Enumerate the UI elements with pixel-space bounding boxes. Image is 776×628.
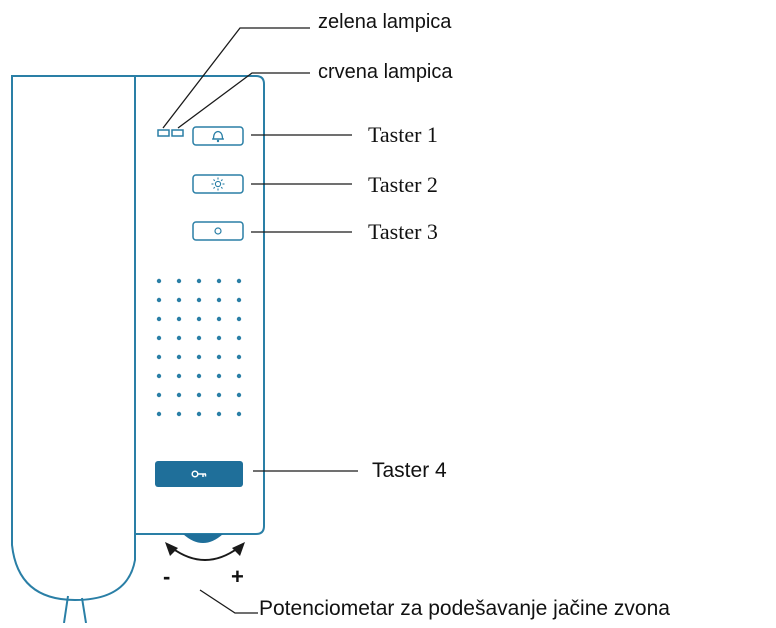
leader-potentiometer bbox=[199, 589, 258, 614]
minus-sign: - bbox=[163, 564, 171, 589]
grille-hole bbox=[176, 411, 182, 417]
label-potentiometer: Potenciometar za podešavanje jačine zvon… bbox=[259, 597, 670, 620]
grille-hole bbox=[156, 335, 162, 341]
grille-hole bbox=[196, 335, 202, 341]
label-taster-1: Taster 1 bbox=[368, 122, 438, 147]
grille-hole bbox=[156, 278, 162, 284]
grille-hole bbox=[196, 297, 202, 303]
taster-3-button[interactable] bbox=[192, 221, 244, 241]
grille-hole bbox=[196, 411, 202, 417]
grille-hole bbox=[236, 411, 242, 417]
grille-hole bbox=[216, 354, 222, 360]
grille-hole bbox=[216, 373, 222, 379]
light-sun-icon bbox=[211, 177, 225, 191]
circle-icon bbox=[214, 227, 222, 235]
leader-green-led bbox=[162, 27, 310, 129]
grille-hole bbox=[236, 278, 242, 284]
grille-hole bbox=[156, 354, 162, 360]
grille-hole bbox=[216, 297, 222, 303]
grille-hole bbox=[236, 354, 242, 360]
grille-hole bbox=[176, 373, 182, 379]
grille-hole bbox=[236, 392, 242, 398]
grille-hole bbox=[176, 335, 182, 341]
grille-hole bbox=[196, 373, 202, 379]
grille-hole bbox=[176, 278, 182, 284]
green-led bbox=[157, 129, 170, 137]
taster-1-button[interactable] bbox=[192, 126, 244, 146]
grille-hole bbox=[196, 392, 202, 398]
grille-hole bbox=[156, 316, 162, 322]
label-green-led: zelena lampica bbox=[318, 11, 452, 33]
handset-cord-left bbox=[63, 595, 69, 624]
handset-cord-right bbox=[81, 597, 87, 624]
label-taster-4: Taster 4 bbox=[372, 459, 447, 482]
taster-4-button[interactable] bbox=[155, 461, 243, 487]
key-icon bbox=[191, 470, 207, 478]
grille-hole bbox=[236, 316, 242, 322]
taster-2-button[interactable] bbox=[192, 174, 244, 194]
grille-hole bbox=[196, 354, 202, 360]
potentiometer-knob bbox=[183, 534, 223, 543]
grille-hole bbox=[176, 297, 182, 303]
grille-hole bbox=[176, 316, 182, 322]
grille-hole bbox=[156, 297, 162, 303]
handset bbox=[11, 75, 136, 602]
grille-hole bbox=[196, 278, 202, 284]
label-red-led: crvena lampica bbox=[318, 61, 453, 83]
grille-hole bbox=[236, 373, 242, 379]
label-taster-2: Taster 2 bbox=[368, 172, 438, 197]
grille-hole bbox=[196, 316, 202, 322]
grille-hole bbox=[156, 411, 162, 417]
leader-red-led bbox=[177, 72, 310, 129]
grille-hole bbox=[176, 354, 182, 360]
double-arrow-curved-icon bbox=[165, 542, 245, 561]
red-led bbox=[171, 129, 184, 137]
plus-sign: + bbox=[231, 564, 244, 589]
grille-hole bbox=[216, 316, 222, 322]
grille-hole bbox=[236, 335, 242, 341]
label-taster-3: Taster 3 bbox=[368, 219, 438, 244]
grille-hole bbox=[216, 411, 222, 417]
speaker-grille bbox=[156, 278, 242, 417]
grille-hole bbox=[156, 373, 162, 379]
grille-hole bbox=[156, 392, 162, 398]
grille-hole bbox=[216, 335, 222, 341]
grille-hole bbox=[176, 392, 182, 398]
bell-icon bbox=[212, 130, 224, 143]
grille-hole bbox=[236, 297, 242, 303]
grille-hole bbox=[216, 278, 222, 284]
grille-hole bbox=[216, 392, 222, 398]
